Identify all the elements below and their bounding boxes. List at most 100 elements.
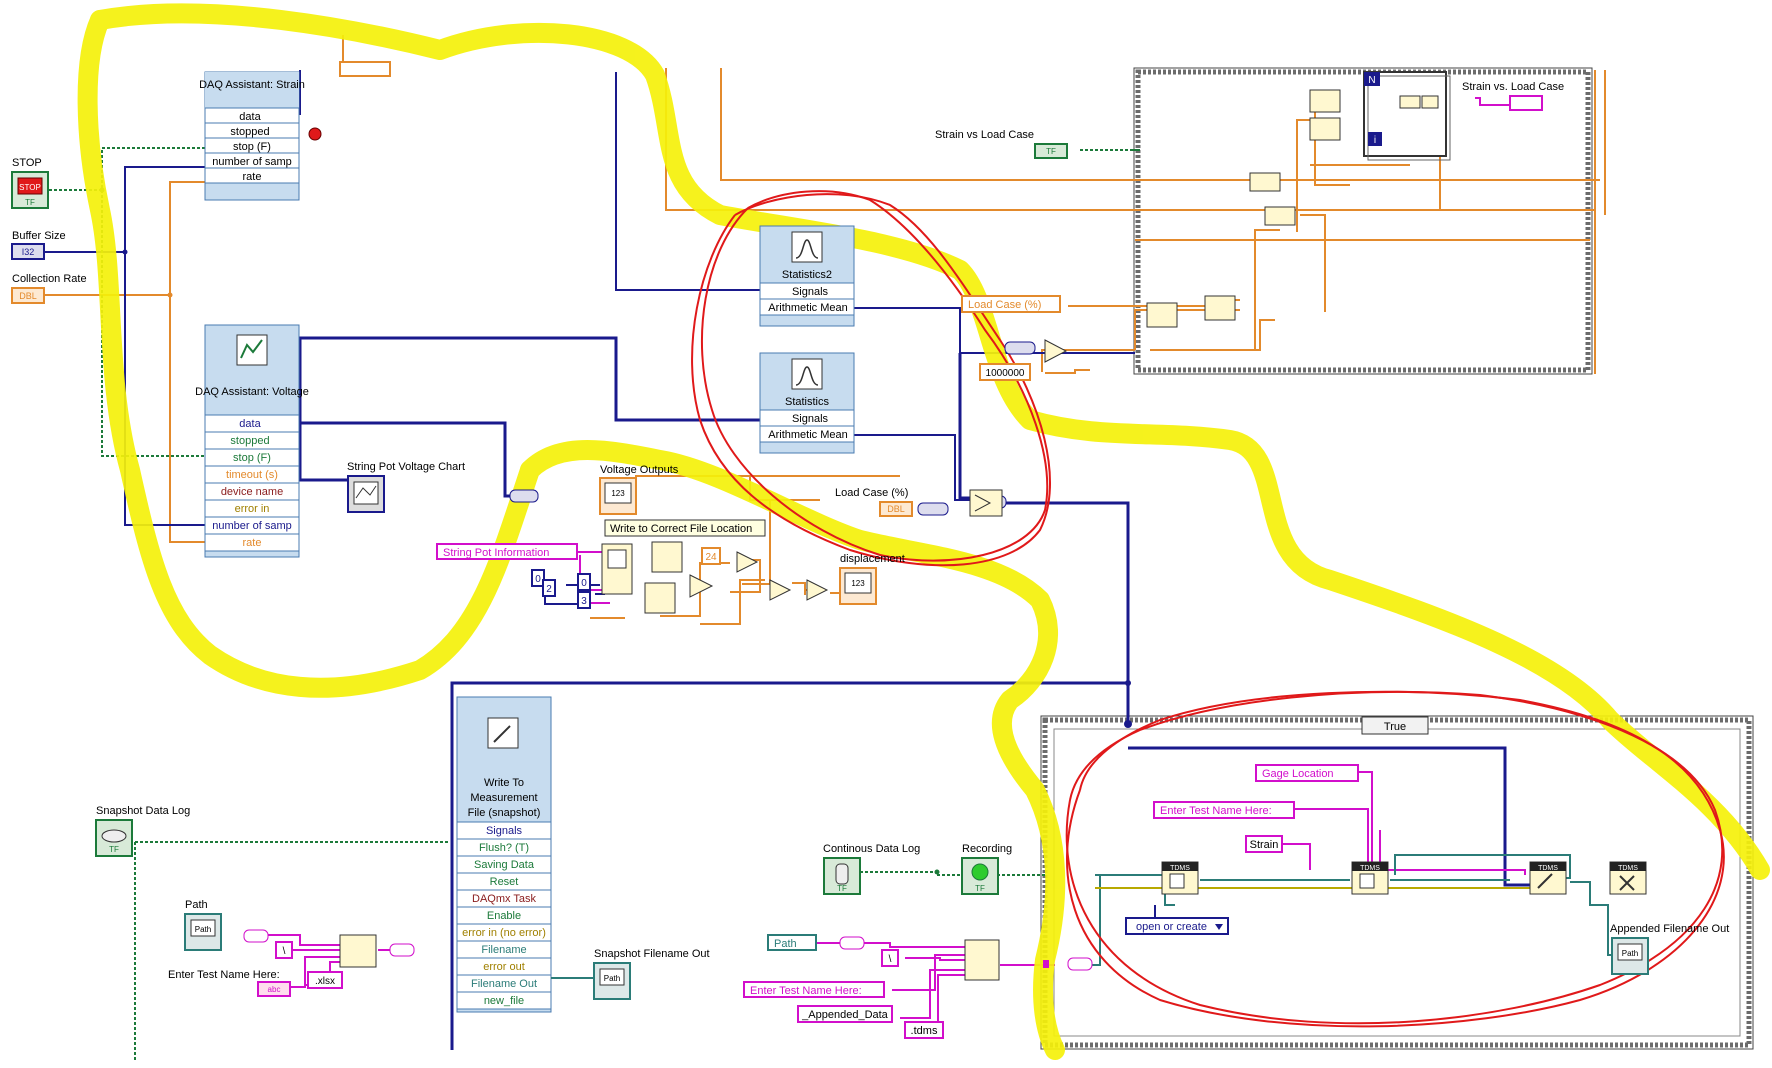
switch-icon bbox=[101, 829, 127, 843]
const-strain[interactable]: Strain bbox=[1245, 835, 1283, 853]
svg-text:Write To: Write To bbox=[484, 777, 524, 789]
displacement-indicator[interactable]: displacement 123 bbox=[839, 553, 905, 605]
svg-text:TF: TF bbox=[837, 884, 847, 893]
path-control[interactable]: Path Path bbox=[184, 899, 222, 951]
svg-text:number of samp: number of samp bbox=[212, 520, 291, 532]
svg-text:Measurement: Measurement bbox=[470, 792, 537, 804]
svg-text:DBL: DBL bbox=[19, 291, 37, 301]
statistics2-vi[interactable]: Statistics2 Signals Arithmetic Mean bbox=[759, 225, 855, 327]
const-zero-a[interactable]: 0 bbox=[531, 569, 545, 587]
const-zero-b[interactable]: 0 bbox=[577, 573, 591, 591]
load-case-local[interactable]: Load Case (%) bbox=[961, 295, 1061, 313]
stopped-led-icon bbox=[308, 127, 322, 141]
svg-text:String Pot Voltage Chart: String Pot Voltage Chart bbox=[347, 461, 465, 473]
svg-text:Enter Test Name Here:: Enter Test Name Here: bbox=[750, 985, 862, 997]
svg-text:Filename: Filename bbox=[481, 944, 526, 956]
svg-text:TF: TF bbox=[975, 884, 985, 893]
stop-control[interactable]: STOP STOP TF bbox=[11, 157, 49, 209]
buffer-size-control[interactable]: Buffer Size I32 bbox=[11, 230, 66, 260]
svg-text:Load Case (%): Load Case (%) bbox=[835, 487, 908, 499]
snapshot-filename-out-indicator[interactable]: Snapshot Filename Out Path bbox=[593, 948, 710, 1000]
const-tdms-ext[interactable]: .tdms bbox=[904, 1021, 944, 1039]
case-selector[interactable]: True bbox=[1361, 716, 1429, 735]
path-icon bbox=[1617, 943, 1643, 961]
svg-text:.tdms: .tdms bbox=[911, 1025, 938, 1037]
svg-text:True: True bbox=[1384, 721, 1406, 733]
strain-vs-load-case-local[interactable]: Strain vs Load Case TF bbox=[935, 129, 1068, 159]
enter-test-name-control[interactable]: Enter Test Name Here: abc bbox=[168, 969, 291, 997]
svg-text:Signals: Signals bbox=[792, 413, 829, 425]
index-array-node bbox=[601, 543, 633, 595]
string-pot-information-local[interactable]: String Pot Information bbox=[436, 543, 578, 560]
svg-text:Saving Data: Saving Data bbox=[474, 859, 535, 871]
svg-text:Recording: Recording bbox=[962, 843, 1012, 855]
const-million[interactable]: 1000000 bbox=[979, 363, 1031, 381]
svg-text:TF: TF bbox=[109, 845, 119, 854]
svg-text:STOP: STOP bbox=[19, 183, 41, 192]
svg-text:Path: Path bbox=[185, 899, 208, 911]
enter-test-name-local-2[interactable]: Enter Test Name Here: bbox=[743, 981, 885, 998]
partial-constant-top bbox=[339, 61, 391, 77]
svg-text:Strain: Strain bbox=[1250, 839, 1279, 851]
svg-text:N: N bbox=[1368, 75, 1375, 86]
const-appended-data[interactable]: _Appended_Data bbox=[797, 1005, 893, 1023]
open-or-create-constant[interactable]: open or create bbox=[1125, 917, 1229, 935]
const-backslash-1[interactable]: \ bbox=[275, 941, 293, 959]
const-three[interactable]: 3 bbox=[577, 591, 591, 609]
svg-text:Buffer Size: Buffer Size bbox=[12, 230, 66, 242]
snapshot-data-log-control[interactable]: Snapshot Data Log TF bbox=[95, 805, 190, 857]
concatenate-strings-node-1 bbox=[339, 934, 415, 968]
enter-test-name-local[interactable]: Enter Test Name Here: bbox=[1153, 801, 1295, 819]
gage-location-local[interactable]: Gage Location bbox=[1255, 764, 1359, 782]
collection-rate-control[interactable]: Collection Rate DBL bbox=[11, 273, 87, 304]
svg-text:abc: abc bbox=[268, 985, 281, 994]
tdms-close-node[interactable]: TDMS bbox=[1609, 861, 1647, 895]
led-icon bbox=[971, 863, 989, 881]
tdms-open-node[interactable]: TDMS bbox=[1161, 861, 1199, 895]
svg-text:I32: I32 bbox=[22, 247, 35, 257]
svg-text:123: 123 bbox=[851, 579, 865, 588]
string-pot-voltage-chart[interactable]: String Pot Voltage Chart bbox=[347, 461, 465, 513]
tdms-close-icon bbox=[1619, 875, 1635, 891]
tdms-open-icon bbox=[1169, 873, 1185, 889]
write-measurement-file-vi[interactable]: Write To Measurement File (snapshot) Sig… bbox=[456, 696, 552, 1013]
tdms-write-node-2[interactable]: TDMS bbox=[1529, 861, 1567, 895]
appended-filename-out-indicator[interactable]: Appended Filename Out Path bbox=[1610, 923, 1729, 975]
svg-text:device name: device name bbox=[221, 486, 283, 498]
wire-top-orange-1 bbox=[665, 68, 1135, 211]
strain-vs-load-case-indicator[interactable]: Strain vs. Load Case bbox=[1462, 81, 1564, 111]
svg-text:TDMS: TDMS bbox=[1360, 865, 1380, 872]
svg-text:0: 0 bbox=[581, 578, 587, 589]
continuous-data-log-control[interactable]: Continous Data Log TF bbox=[823, 843, 920, 895]
svg-text:Voltage Outputs: Voltage Outputs bbox=[600, 464, 679, 476]
svg-text:error in (no error): error in (no error) bbox=[462, 927, 546, 939]
voltage-outputs-indicator[interactable]: Voltage Outputs 123 bbox=[599, 464, 679, 515]
svg-text:stopped: stopped bbox=[230, 126, 269, 138]
const-two[interactable]: 2 bbox=[542, 579, 556, 597]
wire-stop bbox=[44, 147, 205, 191]
svg-text:TF: TF bbox=[25, 198, 35, 207]
svg-text:i: i bbox=[1374, 135, 1376, 146]
const-twenty-four[interactable]: 24 bbox=[701, 547, 721, 565]
statistics-vi[interactable]: Statistics Signals Arithmetic Mean bbox=[759, 352, 855, 454]
load-case-control[interactable]: Load Case (%) DBL bbox=[835, 487, 949, 517]
svg-text:\: \ bbox=[889, 954, 892, 965]
path-icon bbox=[190, 919, 216, 937]
write-location-tooltip: Write to Correct File Location bbox=[604, 519, 766, 537]
svg-text:Path: Path bbox=[1622, 949, 1638, 958]
daq-assistant-voltage[interactable]: DAQ Assistant: Voltage data stopped stop… bbox=[195, 324, 309, 558]
tdms-write-node[interactable]: TDMS bbox=[1351, 861, 1389, 895]
path-to-string-node bbox=[243, 929, 269, 943]
path-local[interactable]: Path bbox=[767, 934, 865, 951]
wire-continuous-log bbox=[860, 871, 1045, 876]
const-backslash-2[interactable]: \ bbox=[881, 949, 899, 967]
switch-icon bbox=[835, 863, 849, 885]
daq-assistant-strain[interactable]: DAQ Assistant: Strain data stopped stop … bbox=[199, 71, 322, 201]
yellow-highlight bbox=[77, 3, 1770, 1060]
svg-text:1000000: 1000000 bbox=[986, 368, 1025, 379]
const-xlsx[interactable]: .xlsx bbox=[307, 971, 343, 989]
svg-text:Filename Out: Filename Out bbox=[471, 978, 537, 990]
math-nodes bbox=[689, 339, 1068, 601]
svg-text:stop (F): stop (F) bbox=[233, 141, 271, 153]
